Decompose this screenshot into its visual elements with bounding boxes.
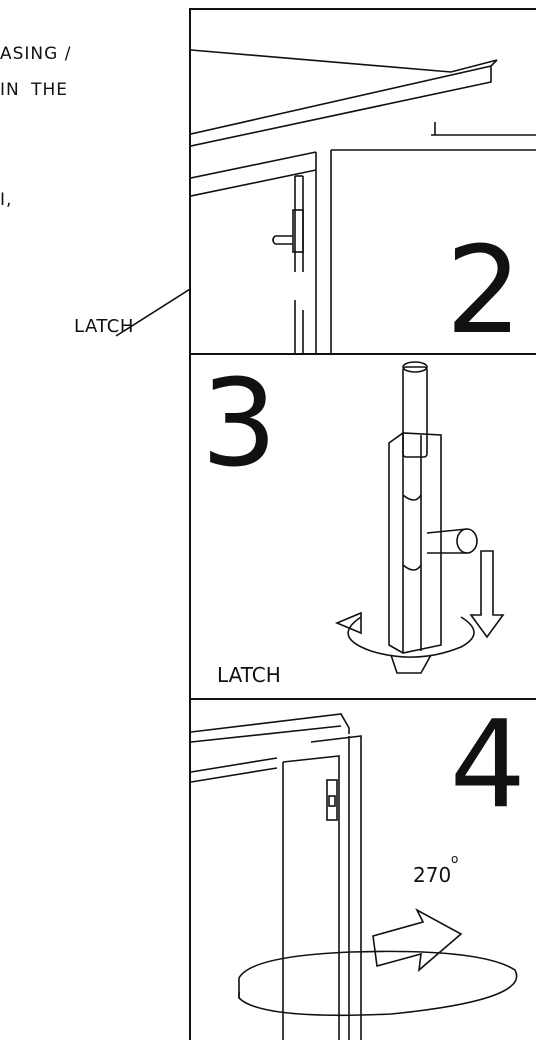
instruction-text-fragment: I, — [0, 190, 13, 210]
instruction-text-fragment: ASING / — [0, 44, 72, 64]
step-4-panel: 4 270 o — [189, 698, 536, 1040]
step-number-4: 4 — [449, 698, 526, 835]
cabinet-latch-drawing — [191, 49, 536, 353]
instruction-text-fragment: IN THE — [0, 80, 69, 100]
step-number-2: 2 — [445, 222, 522, 355]
instruction-panels: 2 3 LATCH — [189, 8, 536, 1040]
step-number-3: 3 — [201, 355, 278, 494]
step-2-panel: 2 — [189, 8, 536, 355]
rotation-angle-label: 270 — [413, 863, 452, 887]
step-3-panel: 3 LATCH — [189, 353, 536, 700]
degree-symbol: o — [451, 852, 459, 866]
door-rotation-drawing — [191, 713, 518, 1040]
latch-callout-label: LATCH — [74, 316, 134, 337]
latch-closeup-drawing — [334, 361, 505, 674]
latch-label: LATCH — [217, 663, 281, 687]
